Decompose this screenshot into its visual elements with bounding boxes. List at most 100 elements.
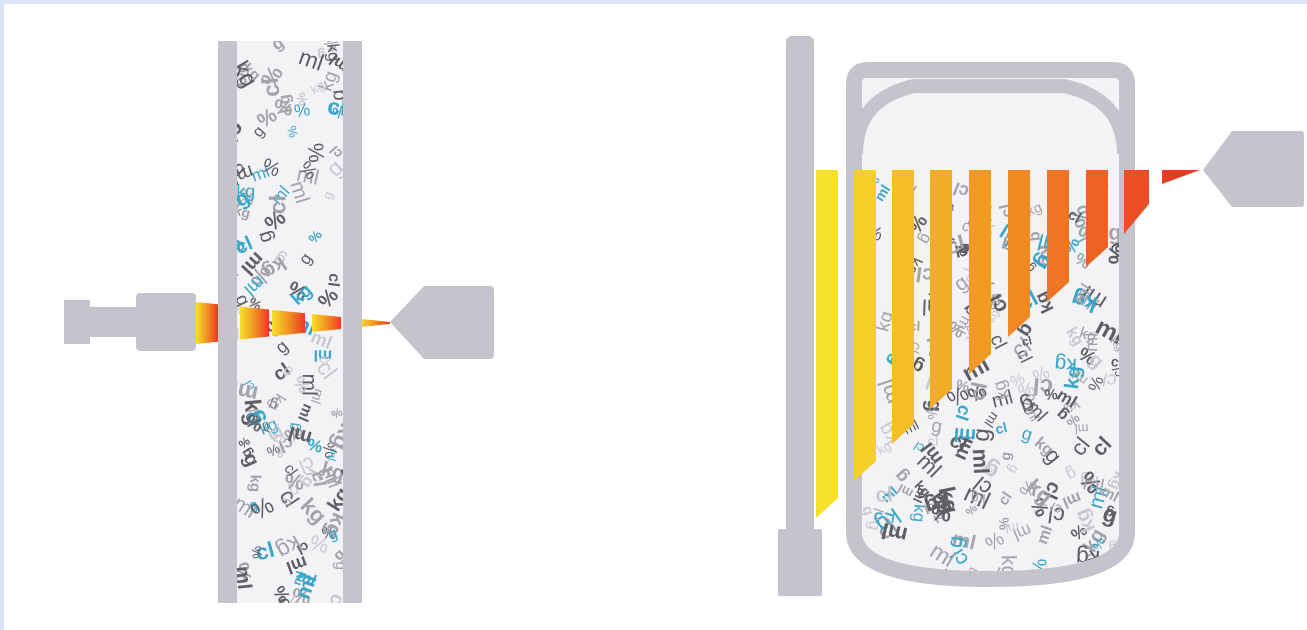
pipe-symbol: g bbox=[285, 422, 303, 432]
pipe-symbol: g bbox=[327, 89, 350, 102]
rod-source-icon bbox=[778, 36, 822, 596]
tank-symbol: % bbox=[1016, 379, 1037, 403]
pipe-symbol: % bbox=[331, 103, 350, 124]
pipe-symbol: g bbox=[319, 190, 336, 202]
pipe-symbol: g bbox=[249, 501, 260, 518]
tank-symbol: cl bbox=[994, 419, 1009, 437]
pipe-symbol: % bbox=[284, 124, 302, 139]
tank-symbol: % bbox=[930, 499, 953, 527]
tank-symbol: % bbox=[1030, 361, 1053, 386]
tank-symbol: g bbox=[943, 534, 967, 549]
tank-symbol: kg bbox=[934, 484, 965, 515]
tank-symbol: ml bbox=[877, 580, 901, 603]
pipe-beam-segment bbox=[240, 306, 269, 340]
tank-beam-bar bbox=[1162, 170, 1200, 184]
tank-symbol: cl bbox=[1032, 372, 1054, 401]
tank-symbol: % bbox=[981, 461, 993, 476]
tank-symbol: ml bbox=[879, 518, 910, 548]
tank-beam-bar bbox=[930, 170, 952, 409]
pipe-symbol: % bbox=[248, 545, 266, 560]
pipe-symbol: ml bbox=[221, 262, 242, 283]
pipe-symbol: ml bbox=[229, 160, 256, 188]
tank-symbol: cl bbox=[953, 239, 971, 261]
tank-beam-bar bbox=[854, 170, 876, 481]
tank-symbol: g bbox=[865, 519, 885, 531]
tank-symbol: cl bbox=[951, 402, 975, 423]
pipe-symbol: cl bbox=[276, 433, 296, 456]
tank-beam-bar bbox=[1008, 170, 1030, 337]
pipe-symbol: kg bbox=[236, 181, 255, 201]
tank-symbol: % bbox=[1085, 373, 1108, 394]
pipe-symbol: ml bbox=[324, 447, 341, 463]
tank-symbol: kg bbox=[909, 504, 929, 523]
pipe-symbol: kg bbox=[338, 460, 362, 483]
pipe-symbol: kg bbox=[323, 43, 344, 63]
tank-assembly: kgcl%clclggg%%clkgkgclcl%%kg%mlmlcl%ml%k… bbox=[778, 36, 1304, 603]
tank-symbol: ml bbox=[1081, 472, 1106, 498]
pipe-symbol: cl bbox=[324, 272, 342, 287]
tank-symbol: kg bbox=[1061, 365, 1086, 391]
pipe-symbol: ml bbox=[298, 373, 321, 396]
tank-symbol: ml bbox=[910, 485, 930, 505]
tank-radiation-beams bbox=[816, 170, 1200, 518]
tank-symbol: ml bbox=[953, 423, 977, 445]
tank-symbol: ml bbox=[968, 448, 994, 475]
tank-symbol: g bbox=[1100, 500, 1121, 529]
tank-beam-bar bbox=[969, 170, 991, 374]
pipe-symbol: g bbox=[223, 233, 248, 255]
tank-symbol: cl bbox=[1101, 368, 1119, 392]
pipe-symbol: kg bbox=[246, 474, 263, 492]
pipe-symbol: ml bbox=[294, 401, 316, 424]
tank-symbol: g bbox=[858, 504, 877, 518]
tank-symbol: ml bbox=[1022, 403, 1043, 424]
pipe-symbol: cl bbox=[323, 591, 349, 614]
pipe-symbol: kg bbox=[240, 398, 268, 427]
tank-symbol: % bbox=[1089, 535, 1109, 553]
pipe-symbol: % bbox=[272, 444, 290, 460]
tank-symbol: kg bbox=[1077, 325, 1099, 347]
tank-symbol: g bbox=[968, 427, 996, 443]
pipe-symbol: cl bbox=[326, 93, 347, 121]
pipe-symbol: g bbox=[332, 561, 350, 571]
pipe-symbol: ml bbox=[231, 565, 255, 591]
pipe-symbol: % bbox=[321, 522, 337, 542]
pipe-symbol: g bbox=[266, 431, 287, 444]
pipe-symbol: g bbox=[272, 603, 289, 624]
tank-symbol: cl bbox=[869, 506, 889, 522]
pipe-symbol: g bbox=[225, 189, 247, 217]
pipe-symbol: kg bbox=[276, 93, 296, 114]
pipe-symbol: % bbox=[228, 560, 257, 585]
pipe-symbol: g bbox=[317, 48, 326, 64]
tank-symbol: kg bbox=[971, 491, 986, 508]
pipe-beam-segment bbox=[272, 309, 305, 337]
pipe-symbol: % bbox=[303, 142, 329, 163]
tank-beam-bar bbox=[1124, 170, 1149, 234]
tank-symbol: ml bbox=[1034, 523, 1056, 546]
pipe-beam-segment bbox=[359, 318, 390, 328]
tank-beam-bar bbox=[1086, 170, 1108, 267]
tank-symbol: g bbox=[997, 451, 1014, 461]
pipe-symbol: g bbox=[230, 322, 240, 341]
tank-symbol: ml bbox=[871, 182, 893, 204]
tank-symbol: cl bbox=[1046, 501, 1066, 529]
tank-symbol: cl bbox=[1020, 333, 1033, 349]
pipe-symbol: ml bbox=[295, 163, 321, 190]
pipe-symbol: kg bbox=[232, 202, 252, 222]
pipe-symbol: cl bbox=[264, 195, 290, 215]
pipe-symbol: kg bbox=[282, 592, 312, 622]
tank-beam-bar bbox=[1047, 170, 1069, 302]
tank-symbol: % bbox=[922, 404, 941, 421]
pipe-radiation-beam bbox=[196, 302, 390, 344]
pipe-beam-segment bbox=[312, 313, 341, 333]
pipe-symbol: % bbox=[293, 99, 312, 121]
pipe-symbol: cl bbox=[257, 76, 285, 98]
tank-symbol: % bbox=[954, 375, 971, 395]
tank-symbol: ml bbox=[1060, 488, 1084, 511]
pipe-symbol: ml bbox=[313, 346, 332, 363]
pipe-right-wall bbox=[343, 41, 362, 603]
pipe-symbol: ml bbox=[295, 567, 319, 590]
detector-icon bbox=[390, 286, 494, 359]
radiation-source-icon bbox=[64, 293, 196, 351]
tank-symbol: cl bbox=[875, 483, 894, 507]
